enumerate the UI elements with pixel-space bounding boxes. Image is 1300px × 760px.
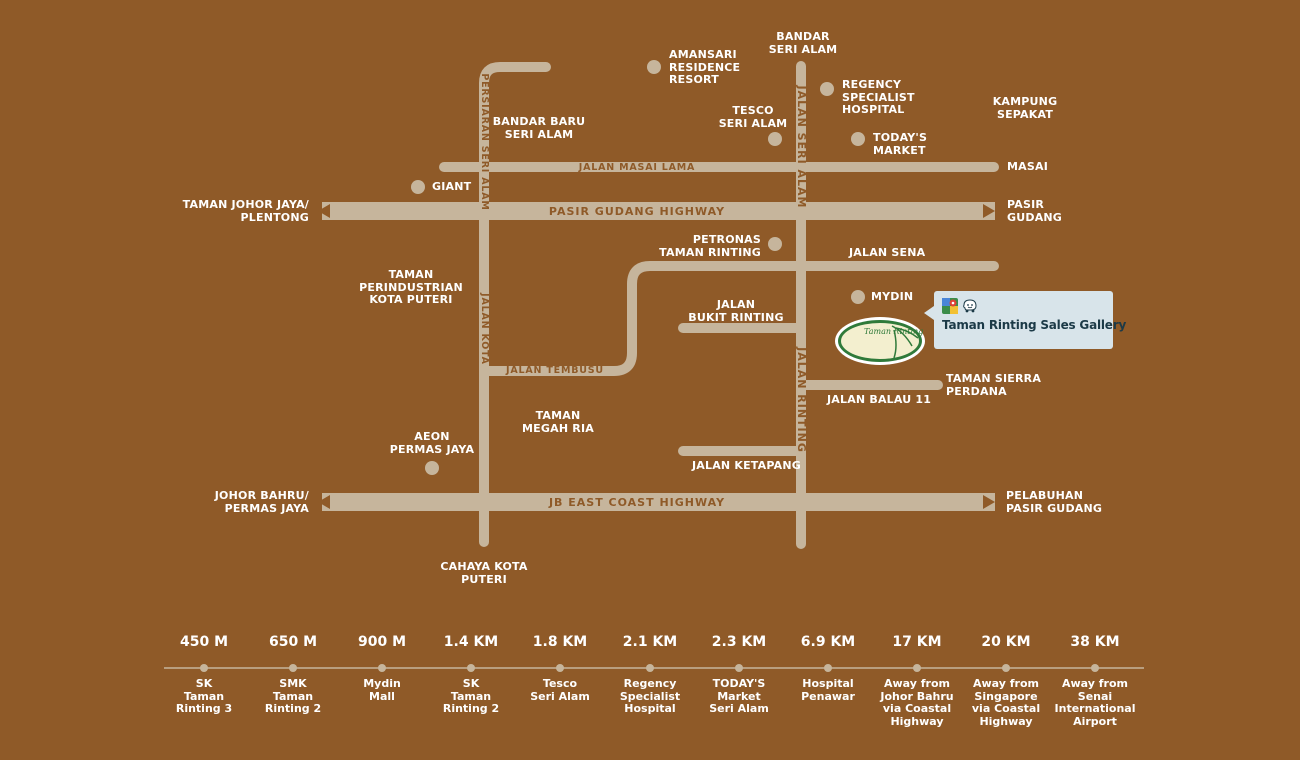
- sales-gallery-callout[interactable]: Taman Rinting Sales Gallery: [924, 291, 1127, 349]
- timeline-dot: [467, 664, 475, 672]
- timeline-dot: [735, 664, 743, 672]
- distance-value: 1.4 KM: [443, 634, 499, 650]
- place-label-bandar-seri-alam: BANDAR SERI ALAM: [768, 30, 838, 56]
- poi-marker-giant: [411, 180, 425, 194]
- distance-label: Mydin Mall: [363, 677, 401, 703]
- place-label-johor-jaya: TAMAN JOHOR JAYA/ PLENTONG: [182, 198, 309, 224]
- distance-value: 1.8 KM: [532, 634, 588, 650]
- road-label-jb-east-coast-highway: JB EAST COAST HIGHWAY: [548, 496, 726, 509]
- timeline-dot: [913, 664, 921, 672]
- distance-label: Regency Specialist Hospital: [619, 677, 681, 716]
- distance-timeline: [164, 664, 1144, 672]
- place-label-pelabuhan: PELABUHAN PASIR GUDANG: [1006, 489, 1103, 515]
- road-label-jalan-tembusu: JALAN TEMBUSU: [506, 365, 604, 376]
- road-label-jalan-masai-lama: JALAN MASAI LAMA: [578, 162, 696, 173]
- timeline-dot: [1002, 664, 1010, 672]
- poi-marker-petronas: [768, 237, 782, 251]
- distance-value: 38 KM: [1070, 634, 1120, 650]
- distance-label: TODAY'S Market Seri Alam: [709, 677, 769, 716]
- distance-label: SMK Taman Rinting 2: [264, 677, 322, 716]
- place-label-pasir-gudang: PASIR GUDANG: [1007, 198, 1063, 224]
- distance-value: 2.3 KM: [711, 634, 767, 650]
- poi-marker-tesco: [768, 132, 782, 146]
- distance-label: Hospital Penawar: [801, 677, 855, 703]
- place-label-todays: TODAY'S MARKET: [873, 131, 928, 157]
- arrow-left-icon: [318, 495, 330, 509]
- distance-value: 6.9 KM: [800, 634, 856, 650]
- place-label-balau: JALAN BALAU 11: [827, 393, 932, 406]
- timeline-dot: [378, 664, 386, 672]
- logo-text: Taman Rinting: [864, 327, 923, 336]
- road-label-pasir-gudang-highway: PASIR GUDANG HIGHWAY: [548, 205, 726, 218]
- distance-value: 17 KM: [892, 634, 942, 650]
- distance-value: 650 M: [268, 634, 318, 650]
- arrow-left-icon: [318, 204, 330, 218]
- place-label-amansari: AMANSARI RESIDENCE RESORT: [669, 48, 741, 86]
- place-label-perindustrian: TAMAN PERINDUSTRIAN KOTA PUTERI: [359, 268, 463, 306]
- distance-value: 900 M: [357, 634, 407, 650]
- distance-label: Away from Johor Bahru via Coastal Highwa…: [880, 677, 954, 729]
- timeline-dot: [824, 664, 832, 672]
- place-label-ketapang: JALAN KETAPANG: [692, 459, 801, 472]
- place-label-regency: REGENCY SPECIALIST HOSPITAL: [842, 78, 915, 116]
- poi-marker-mydin: [851, 290, 865, 304]
- place-label-bukit-rinting: JALAN BUKIT RINTING: [688, 298, 784, 324]
- place-label-mydin: MYDIN: [871, 290, 914, 303]
- timeline-dot: [1091, 664, 1099, 672]
- arrow-right-icon: [983, 204, 995, 218]
- google-maps-icon[interactable]: [942, 298, 958, 314]
- place-label-aeon: AEON PERMAS JAYA: [389, 430, 475, 456]
- place-label-jb-permas: JOHOR BAHRU/ PERMAS JAYA: [214, 489, 309, 515]
- poi-marker-todays: [851, 132, 865, 146]
- poi-marker-regency: [820, 82, 834, 96]
- place-label-cahaya: CAHAYA KOTA PUTERI: [440, 560, 528, 586]
- timeline-dot: [646, 664, 654, 672]
- timeline-dot: [556, 664, 564, 672]
- place-label-jalan-sena: JALAN SENA: [849, 246, 926, 259]
- place-label-bandar-baru: BANDAR BARU SERI ALAM: [492, 115, 586, 141]
- road-persiaran-seri-alam: [479, 62, 551, 547]
- distance-value: 450 M: [179, 634, 229, 650]
- place-label-kampung-sepakat: KAMPUNG SEPAKAT: [992, 95, 1058, 121]
- place-label-tesco: TESCO SERI ALAM: [718, 104, 788, 130]
- arrow-right-icon: [983, 495, 995, 509]
- road-label-jalan-seri-alam: JALAN SERI ALAM: [795, 85, 808, 209]
- place-label-giant: GIANT: [432, 180, 472, 193]
- place-label-masai: MASAI: [1007, 160, 1048, 173]
- place-label-petronas: PETRONAS TAMAN RINTING: [659, 233, 761, 259]
- road-label-jalan-kota: JALAN KOTA: [479, 293, 490, 365]
- distance-label: SK Taman Rinting 2: [442, 677, 500, 716]
- timeline-dot: [289, 664, 297, 672]
- sales-gallery-title: Taman Rinting Sales Gallery: [942, 318, 1127, 332]
- road-label-jalan-rinting: JALAN RINTING: [795, 347, 808, 453]
- taman-rinting-logo: Taman Rinting: [835, 317, 925, 365]
- place-label-megah-ria: TAMAN MEGAH RIA: [522, 409, 594, 435]
- poi-marker-aeon: [425, 461, 439, 475]
- distance-label: Away from Singapore via Coastal Highway: [971, 677, 1041, 729]
- waze-icon[interactable]: [962, 298, 978, 314]
- distance-value: 20 KM: [981, 634, 1031, 650]
- poi-marker-amansari: [647, 60, 661, 74]
- road-label-persiaran-seri-alam: PERSIARAN SERI ALAM: [479, 73, 490, 211]
- place-label-sierra: TAMAN SIERRA PERDANA: [946, 372, 1042, 398]
- timeline-dot: [200, 664, 208, 672]
- distance-value: 2.1 KM: [622, 634, 678, 650]
- distance-label: Tesco Seri Alam: [530, 677, 590, 703]
- distance-label: Away from Senai International Airport: [1054, 677, 1136, 729]
- road-jalan-sena: [483, 261, 999, 376]
- distance-label: SK Taman Rinting 3: [175, 677, 233, 716]
